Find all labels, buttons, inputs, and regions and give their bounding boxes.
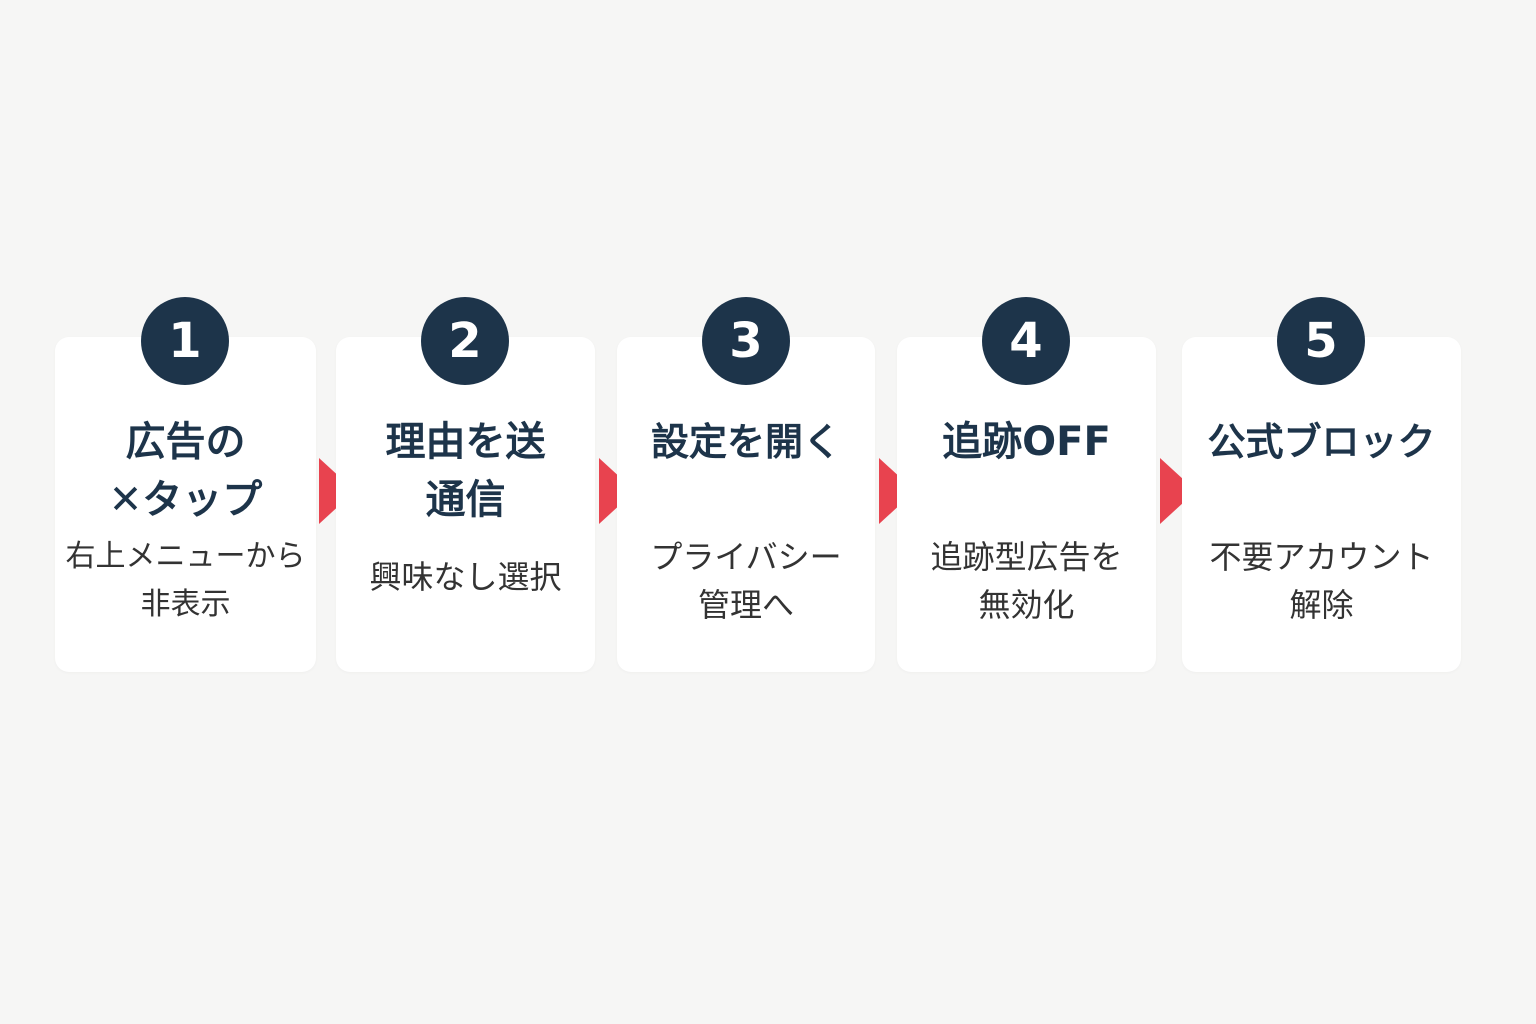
step-desc-5-line-2: 解除 — [1289, 586, 1354, 624]
step-title-1: 広告の ✕タップ — [55, 413, 316, 529]
flow-arrow-icon-4 — [1160, 458, 1196, 524]
step-number-badge-1: 1 — [141, 297, 229, 385]
step-desc-5: 不要アカウント 解除 — [1182, 533, 1461, 629]
step-desc-2-line-1: 興味なし選択 — [369, 558, 562, 596]
step-card-4 — [897, 337, 1156, 672]
step-number-badge-3: 3 — [702, 297, 790, 385]
step-desc-1-line-2: 非表示 — [140, 587, 231, 622]
flow-arrow-shape-4 — [1160, 458, 1196, 524]
step-title-2-line-2: 通信 — [425, 477, 506, 523]
step-title-1-line-1: 広告の — [125, 419, 246, 465]
step-card-2 — [336, 337, 595, 672]
step-title-5-line-1: 公式ブロック — [1207, 420, 1436, 464]
step-desc-1-line-1: 右上メニューから — [65, 539, 306, 574]
step-title-2-line-1: 理由を送 — [385, 419, 546, 465]
step-title-4: 追跡OFF — [897, 413, 1156, 471]
step-desc-5-line-1: 不要アカウント — [1209, 538, 1434, 576]
step-desc-3-line-2: 管理へ — [697, 586, 794, 624]
step-desc-3: プライバシー 管理へ — [617, 533, 875, 629]
step-desc-4-line-1: 追跡型広告を — [930, 538, 1123, 576]
step-title-4-line-1: 追跡OFF — [942, 419, 1111, 465]
step-desc-2: 興味なし選択 — [336, 553, 595, 601]
step-number-badge-5: 5 — [1277, 297, 1365, 385]
step-desc-3-line-1: プライバシー — [650, 538, 842, 576]
step-number-badge-4: 4 — [982, 297, 1070, 385]
step-title-1-line-2: ✕タップ — [108, 477, 263, 523]
step-desc-4-line-2: 無効化 — [978, 586, 1075, 624]
step-desc-4: 追跡型広告を 無効化 — [897, 533, 1156, 629]
step-title-5: 公式ブロック — [1182, 413, 1461, 471]
step-card-1 — [55, 337, 316, 672]
step-number-badge-2: 2 — [421, 297, 509, 385]
step-title-3: 設定を開く — [617, 413, 875, 471]
step-card-3 — [617, 337, 875, 672]
step-title-3-line-1: 設定を開く — [650, 420, 841, 464]
step-title-2: 理由を送 通信 — [336, 413, 595, 529]
step-card-5 — [1182, 337, 1461, 672]
step-desc-1: 右上メニューから 非表示 — [55, 533, 316, 629]
